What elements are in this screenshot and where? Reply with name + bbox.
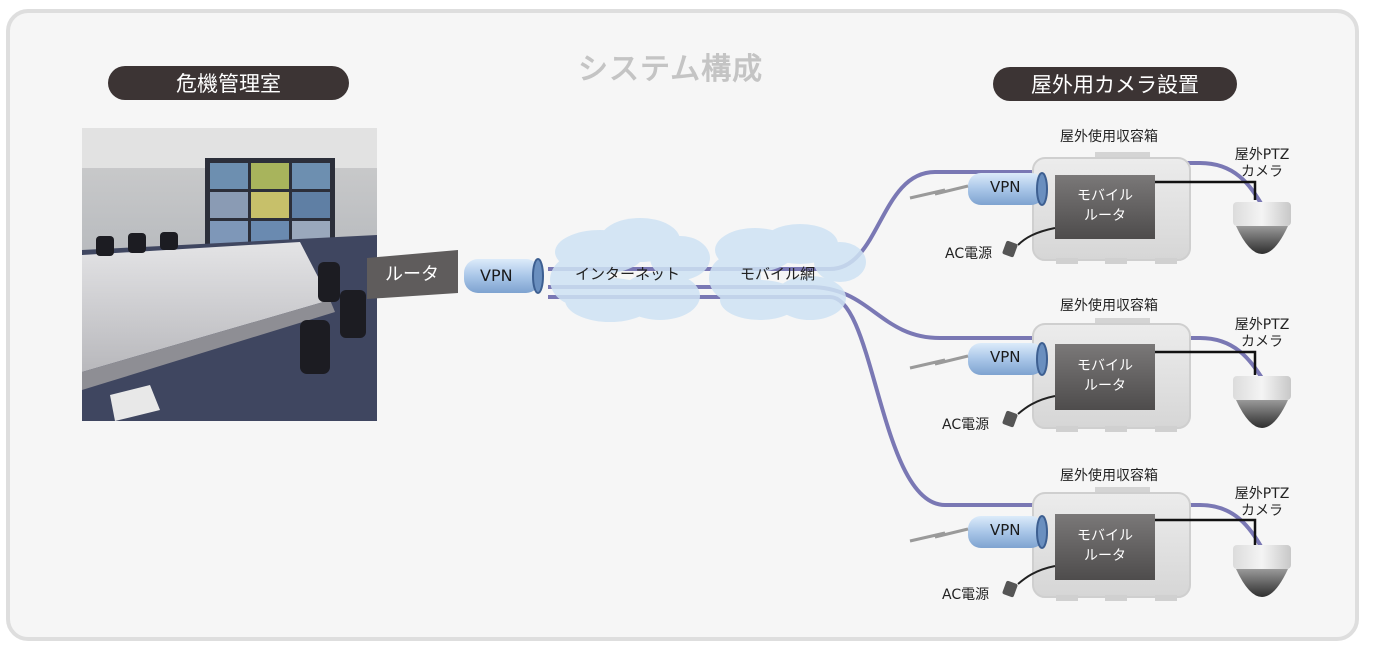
mobile-network-cloud [709,224,866,320]
site-2-box-label: 屋外使用収容箱 [1060,298,1158,314]
site-3-box-label: 屋外使用収容箱 [1060,468,1158,484]
mobile-network-label: モバイル網 [740,265,816,283]
site-1-camera-line1: 屋外PTZ [1234,147,1290,163]
site-3-vpn-label: VPN [990,521,1021,539]
hq-router-label: ルータ [385,264,439,285]
outdoor-install-header: 屋外用カメラ設置 [993,67,1237,101]
site-1-vpn-label: VPN [990,178,1021,196]
site-2-graphics [909,318,1291,432]
site-2-router-line2: ルータ [1084,378,1126,394]
site-2-power-label: AC電源 [942,417,990,433]
site-3-router-line1: モバイル [1077,528,1133,544]
site-1-router-line1: モバイル [1077,188,1133,204]
site-2-camera-line1: 屋外PTZ [1234,317,1290,333]
site-2-vpn-label: VPN [990,348,1021,366]
hq-router [367,250,458,299]
outdoor-install-label: 屋外用カメラ設置 [1031,73,1199,97]
site-1-power-label: AC電源 [945,246,993,262]
site-3-graphics [909,487,1291,601]
crisis-room-header: 危機管理室 [108,66,349,100]
internet-label: インターネット [575,265,681,283]
crisis-room-label: 危機管理室 [176,72,281,96]
hq-vpn-tube [464,258,544,294]
crisis-room-photo [82,128,377,421]
site-3-router-line2: ルータ [1084,548,1126,564]
site-3-camera-line2: カメラ [1241,503,1283,519]
internet-cloud [550,218,710,322]
site-1-box-label: 屋外使用収容箱 [1060,129,1158,145]
site-2-camera-line2: カメラ [1241,334,1283,350]
site-2-router-line1: モバイル [1077,358,1133,374]
diagram-title: システム構成 [578,52,764,87]
site-3-camera-line1: 屋外PTZ [1234,486,1290,502]
site-3-power-label: AC電源 [942,587,990,603]
site-1-camera-line2: カメラ [1241,164,1283,180]
site-1-router-line2: ルータ [1084,208,1126,224]
hq-vpn-label: VPN [480,266,513,285]
site-1-graphics [909,152,1291,264]
